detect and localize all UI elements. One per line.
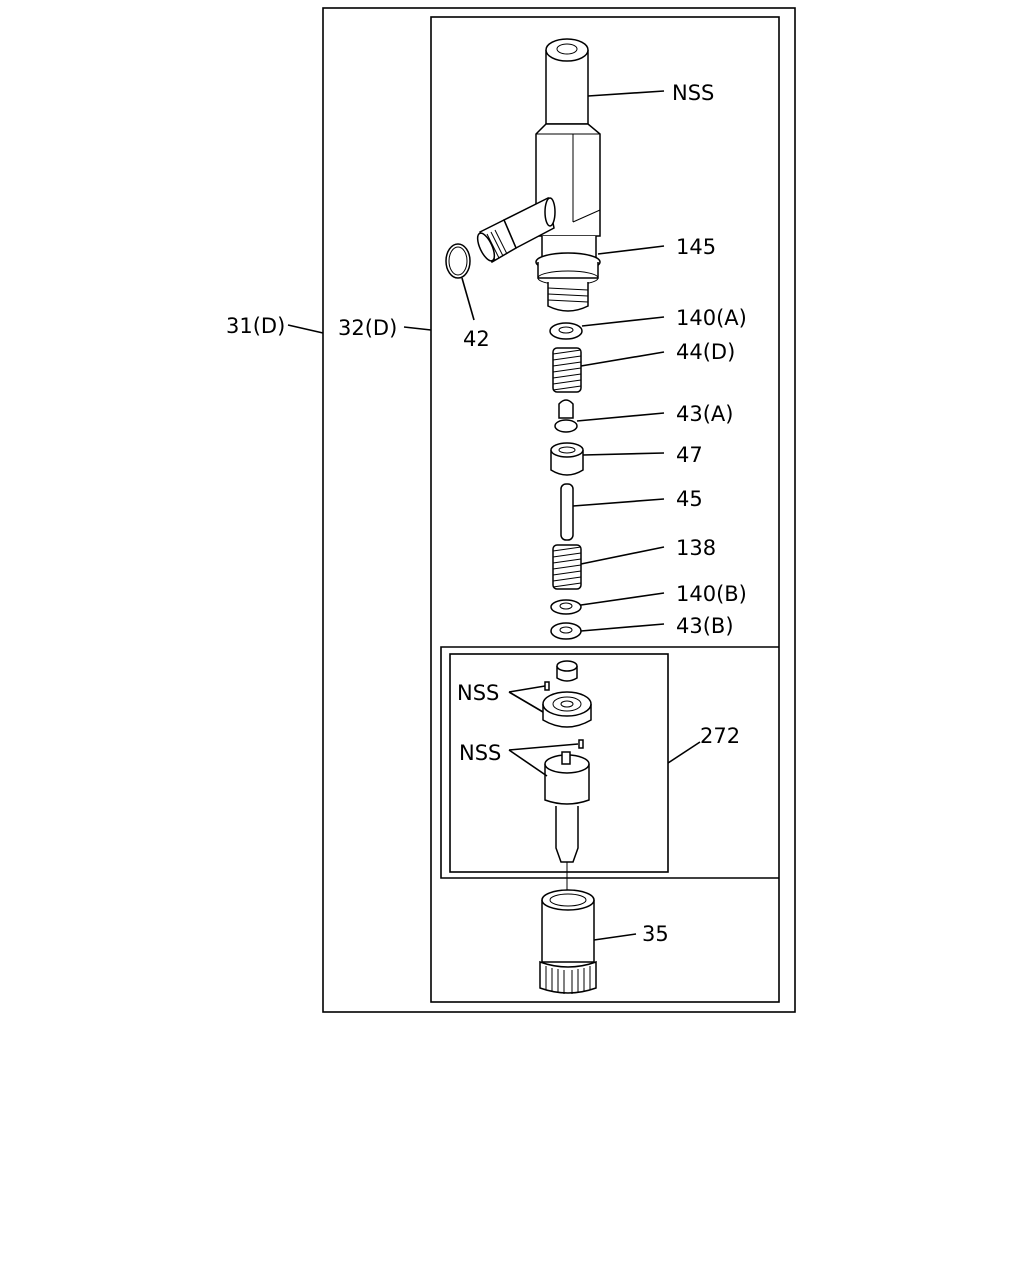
label-272: 272 [700,724,740,748]
label-42: 42 [463,327,490,351]
label-32d: 32(D) [338,316,397,340]
pushrod-43a [554,399,578,433]
spring-138 [552,544,582,590]
o-ring-42 [445,243,471,279]
injector-body [476,38,601,312]
label-145: 145 [676,235,716,259]
label-45: 45 [676,487,703,511]
label-140b: 140(B) [676,582,747,606]
washer-43b [550,622,582,640]
cap-nut-35 [539,889,597,994]
nozzle-assembly-272 [542,660,592,900]
cap-47 [550,442,584,476]
label-nss-body: NSS [672,81,714,105]
label-31d: 31(D) [226,314,285,338]
label-140a: 140(A) [676,306,747,330]
label-35: 35 [642,922,669,946]
label-nss-upper: NSS [457,681,499,705]
label-43a: 43(A) [676,402,733,426]
washer-140a [549,322,583,340]
label-138: 138 [676,536,716,560]
label-nss-lower: NSS [459,741,501,765]
label-44d: 44(D) [676,340,735,364]
spring-44d [552,347,582,393]
washer-140b [550,599,582,615]
frame-31 [322,7,796,1013]
label-43b: 43(B) [676,614,734,638]
frame-272-outer [440,646,779,879]
pin-45 [560,483,574,541]
label-47: 47 [676,443,703,467]
frame-32 [430,16,780,1003]
